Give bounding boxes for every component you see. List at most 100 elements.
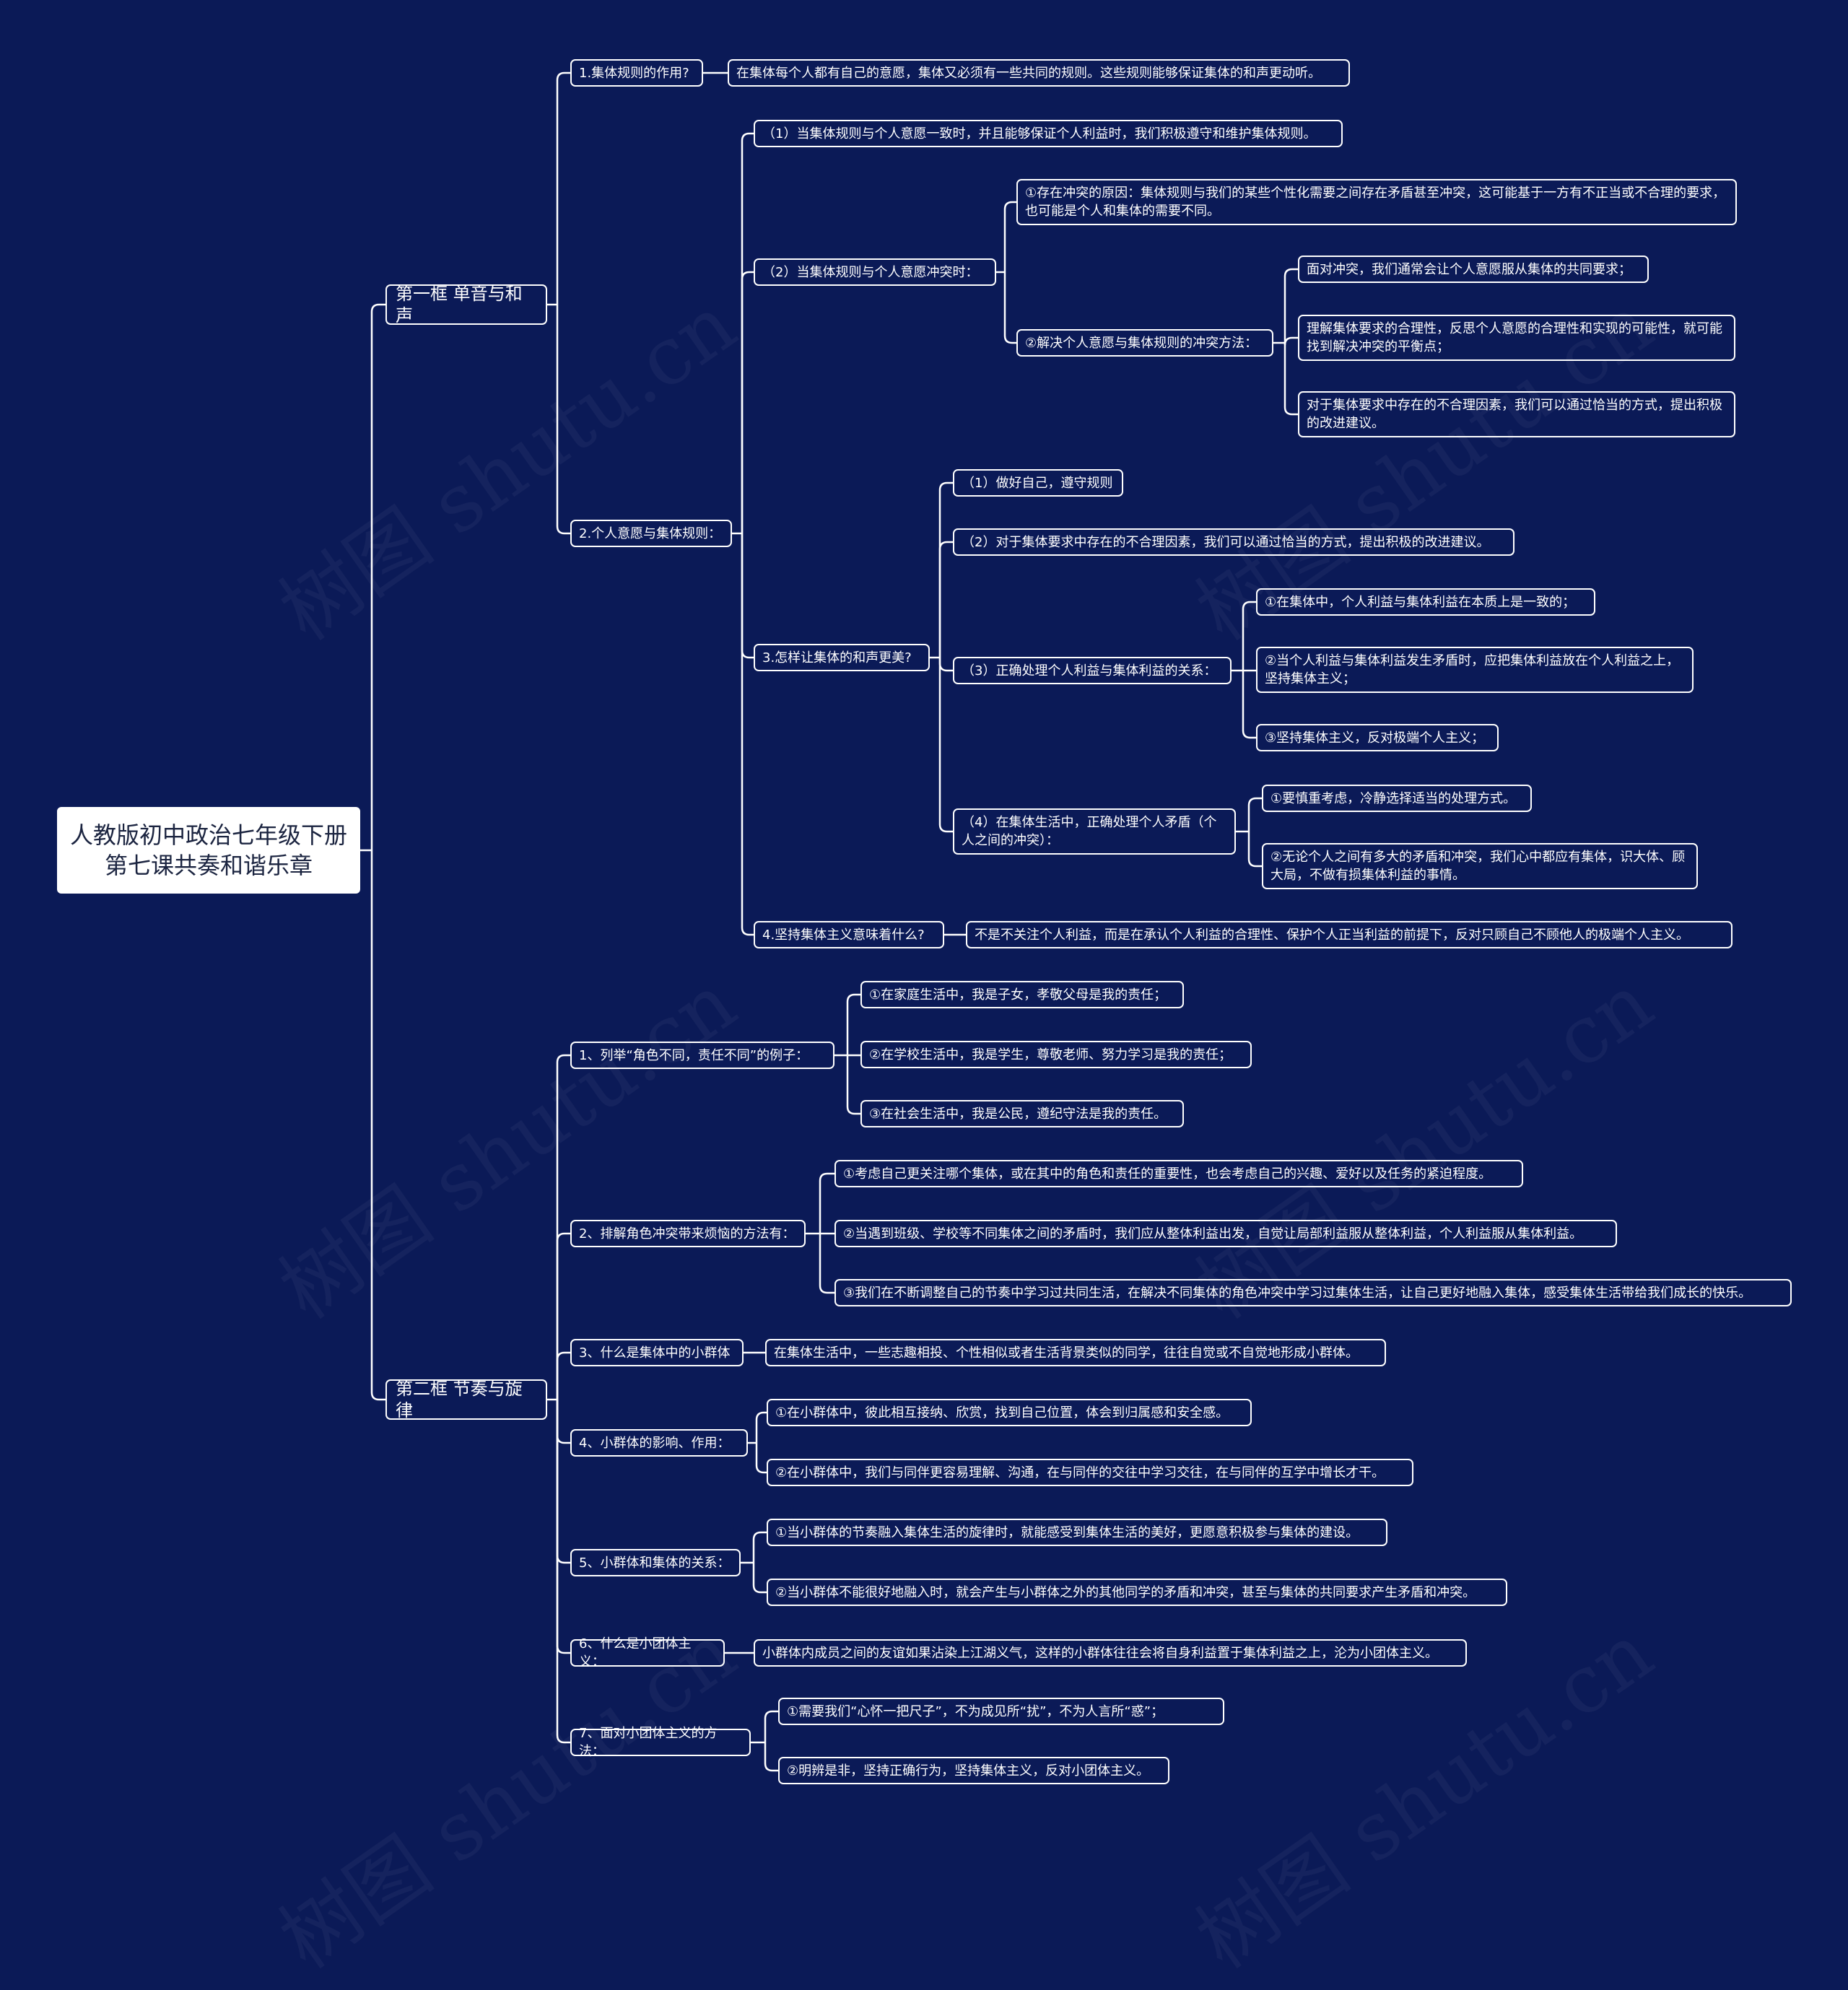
harmony-s4-node-label: （4）在集体生活中，正确处理个人矛盾（个人之间的冲突）： — [962, 815, 1217, 848]
method-1-node[interactable]: 面对冲突，我们通常会让个人意愿服从集体的共同要求； — [1298, 256, 1649, 283]
method-1-node-label: 面对冲突，我们通常会让个人意愿服从集体的共同要求； — [1307, 261, 1631, 277]
connector-q4a1 — [755, 1411, 767, 1443]
s3-p3-node-label: ③坚持集体主义，反对极端个人主义； — [1265, 730, 1485, 746]
frame2-node[interactable]: 第二框 节奏与旋律 — [385, 1379, 547, 1421]
small-group-answer[interactable]: 在集体生活中，一些志趣相投、个性相似或者生活背景类似的同学，往往自觉或不自觉地形… — [765, 1339, 1386, 1366]
rule-consistent-node[interactable]: （1）当集体规则与个人意愿一致时，并且能够保证个人利益时，我们积极遵守和维护集体… — [754, 120, 1343, 147]
role-example-3-label: ③在社会生活中，我是公民，遵纪守法是我的责任。 — [869, 1106, 1167, 1122]
role-example-1-label: ①在家庭生活中，我是子女，孝敬父母是我的责任； — [869, 987, 1167, 1003]
small-group-effect-1[interactable]: ①在小群体中，彼此相互接纳、欣赏，找到自己位置，体会到归属感和安全感。 — [767, 1399, 1252, 1426]
connector-c1 — [741, 132, 754, 533]
connector-s4 — [938, 658, 953, 833]
harmony-node-label: 3.怎样让集体的和声更美? — [762, 650, 912, 665]
rule-conflict-node[interactable]: （2）当集体规则与个人意愿冲突时： — [754, 258, 996, 286]
role-example-2[interactable]: ②在学校生活中，我是学生，尊敬老师、努力学习是我的责任； — [860, 1041, 1252, 1068]
small-group-effect-2[interactable]: ②在小群体中，我们与同伴更容易理解、沟通，在与同伴的交往中学习交往，在与同伴的互… — [767, 1459, 1413, 1486]
connector-f2q5 — [556, 1400, 570, 1564]
frame2-q3-node-label: 3、什么是集体中的小群体 — [579, 1345, 731, 1361]
connector-f2q4 — [556, 1400, 570, 1444]
s3-p2-node[interactable]: ②当个人利益与集体利益发生矛盾时，应把集体利益放在个人利益之上，坚持集体主义； — [1256, 647, 1694, 693]
collectivism-answer-label: 不是不关注个人利益，而是在承认个人利益的合理性、保护个人正当利益的前提下，反对只… — [975, 927, 1689, 943]
frame2-q2-node-label: 2、排解角色冲突带来烦恼的方法有： — [579, 1226, 796, 1241]
role-conflict-3-label: ③我们在不断调整自己的节奏中学习过共同生活，在解决不同集体的角色冲突中学习过集体… — [843, 1285, 1752, 1301]
conflict-reason-node[interactable]: ①存在冲突的原因：集体规则与我们的某些个性化需要之间存在矛盾甚至冲突，这可能基于… — [1016, 179, 1737, 225]
conflict-method-node[interactable]: ②解决个人意愿与集体规则的冲突方法： — [1016, 329, 1273, 357]
connector-q1a3 — [846, 1055, 860, 1115]
frame1-q1-answer-label: 在集体每个人都有自己的意愿，集体又必须有一些共同的规则。这些规则能够保证集体的和… — [736, 65, 1321, 81]
connector-p41 — [1247, 797, 1262, 832]
group-relation-2-label: ②当小群体不能很好地融入时，就会产生与小群体之外的其他同学的矛盾和冲突，甚至与集… — [775, 1584, 1476, 1600]
connector-c2 — [741, 271, 754, 533]
root-topic[interactable]: 人教版初中政治七年级下册 第七课共奏和谐乐章 — [57, 807, 360, 894]
harmony-s2-node[interactable]: （2）对于集体要求中存在的不合理因素，我们可以通过恰当的方式，提出积极的改进建议… — [953, 528, 1514, 556]
cliquism-method-1[interactable]: ①需要我们“心怀一把尺子”，不为成见所“扰”，不为人言所“惑”； — [778, 1698, 1224, 1725]
cliquism-method-2-label: ②明辨是非，坚持正确行为，坚持集体主义，反对小团体主义。 — [787, 1763, 1150, 1779]
harmony-s1-node-label: （1）做好自己，遵守规则 — [962, 475, 1113, 491]
connector-m2 — [1283, 336, 1298, 346]
role-conflict-2[interactable]: ②当遇到班级、学校等不同集体之间的矛盾时，我们应从整体利益出发，自觉让局部利益服… — [834, 1220, 1617, 1247]
harmony-s2-node-label: （2）对于集体要求中存在的不合理因素，我们可以通过恰当的方式，提出积极的改进建议… — [962, 534, 1490, 550]
connector-m1 — [1283, 268, 1298, 343]
s3-p3-node[interactable]: ③坚持集体主义，反对极端个人主义； — [1256, 724, 1499, 751]
cliquism-answer-label: 小群体内成员之间的友谊如果沾染上江湖义气，这样的小群体往往会将自身利益置于集体利… — [762, 1645, 1438, 1661]
connector-f1 — [370, 303, 385, 850]
frame2-q5-node[interactable]: 5、小群体和集体的关系： — [570, 1549, 741, 1576]
rule-conflict-node-label: （2）当集体规则与个人意愿冲突时： — [762, 264, 979, 280]
frame1-node[interactable]: 第一框 单音与和声 — [385, 284, 547, 326]
frame2-q2-node[interactable]: 2、排解角色冲突带来烦恼的方法有： — [570, 1220, 806, 1247]
group-relation-2[interactable]: ②当小群体不能很好地融入时，就会产生与小群体之外的其他同学的矛盾和冲突，甚至与集… — [767, 1579, 1507, 1606]
collectivism-answer[interactable]: 不是不关注个人利益，而是在承认个人利益的合理性、保护个人正当利益的前提下，反对只… — [966, 921, 1732, 948]
method-2-node[interactable]: 理解集体要求的合理性，反思个人意愿的合理性和实现的可能性，就可能找到解决冲突的平… — [1298, 315, 1735, 361]
group-relation-1[interactable]: ①当小群体的节奏融入集体生活的旋律时，就能感受到集体生活的美好，更愿意积极参与集… — [767, 1519, 1387, 1546]
frame1-q1-node[interactable]: 1.集体规则的作用? — [570, 59, 703, 87]
frame2-q3-node[interactable]: 3、什么是集体中的小群体 — [570, 1339, 744, 1366]
connector-q4a2 — [755, 1443, 767, 1474]
s3-p2-node-label: ②当个人利益与集体利益发生矛盾时，应把集体利益放在个人利益之上，坚持集体主义； — [1265, 653, 1680, 686]
s3-p1-node[interactable]: ①在集体中，个人利益与集体利益在本质上是一致的； — [1256, 588, 1595, 616]
frame2-q7-node-label: 7、面对小团体主义的方法： — [579, 1726, 718, 1759]
method-2-node-label: 理解集体要求的合理性，反思个人意愿的合理性和实现的可能性，就可能找到解决冲突的平… — [1307, 321, 1722, 354]
cliquism-answer[interactable]: 小群体内成员之间的友谊如果沾染上江湖义气，这样的小群体往往会将自身利益置于集体利… — [754, 1639, 1467, 1667]
small-group-effect-1-label: ①在小群体中，彼此相互接纳、欣赏，找到自己位置，体会到归属感和安全感。 — [775, 1405, 1229, 1421]
harmony-node[interactable]: 3.怎样让集体的和声更美? — [754, 644, 930, 671]
role-example-3[interactable]: ③在社会生活中，我是公民，遵纪守法是我的责任。 — [860, 1100, 1184, 1127]
harmony-s1-node[interactable]: （1）做好自己，遵守规则 — [953, 469, 1123, 497]
role-conflict-1-label: ①考虑自己更关注哪个集体，或在其中的角色和责任的重要性，也会考虑自己的兴趣、爱好… — [843, 1166, 1492, 1182]
conflict-reason-node-label: ①存在冲突的原因：集体规则与我们的某些个性化需要之间存在矛盾甚至冲突，这可能基于… — [1025, 186, 1726, 219]
connector-f2q6 — [556, 1400, 570, 1654]
connector-p31 — [1242, 601, 1256, 671]
frame1-q2-node[interactable]: 2.个人意愿与集体规则： — [570, 520, 732, 547]
frame2-q6-node-label: 6、什么是小团体主义： — [579, 1636, 692, 1670]
connector-c4 — [741, 533, 754, 936]
s4-p2-node[interactable]: ②无论个人之间有多大的矛盾和冲突，我们心中都应有集体，识大体、顾大局，不做有损集… — [1262, 843, 1698, 889]
conflict-method-node-label: ②解决个人意愿与集体规则的冲突方法： — [1025, 335, 1258, 351]
s4-p1-node[interactable]: ①要慎重考虑，冷静选择适当的处理方式。 — [1262, 785, 1532, 812]
frame1-q2-node-label: 2.个人意愿与集体规则： — [579, 525, 722, 541]
method-3-node-label: 对于集体要求中存在的不合理因素，我们可以通过恰当的方式，提出积极的改进建议。 — [1307, 398, 1722, 431]
frame1-q1-answer[interactable]: 在集体每个人都有自己的意愿，集体又必须有一些共同的规则。这些规则能够保证集体的和… — [728, 59, 1350, 87]
connector-q2a1 — [819, 1172, 834, 1234]
role-example-1[interactable]: ①在家庭生活中，我是子女，孝敬父母是我的责任； — [860, 981, 1184, 1008]
frame2-q7-node[interactable]: 7、面对小团体主义的方法： — [570, 1726, 751, 1759]
connector-q5a1 — [752, 1531, 767, 1563]
method-3-node[interactable]: 对于集体要求中存在的不合理因素，我们可以通过恰当的方式，提出积极的改进建议。 — [1298, 391, 1735, 437]
connector-c2r — [1003, 201, 1016, 272]
connector-f2q3 — [556, 1351, 570, 1400]
role-conflict-1[interactable]: ①考虑自己更关注哪个集体，或在其中的角色和责任的重要性，也会考虑自己的兴趣、爱好… — [834, 1160, 1523, 1187]
role-conflict-3[interactable]: ③我们在不断调整自己的节奏中学习过共同生活，在解决不同集体的角色冲突中学习过集体… — [834, 1279, 1792, 1306]
cliquism-method-2[interactable]: ②明辨是非，坚持正确行为，坚持集体主义，反对小团体主义。 — [778, 1757, 1169, 1784]
connector-f2 — [370, 850, 385, 1401]
connector-q5a2 — [752, 1563, 767, 1594]
connector-s3 — [938, 658, 953, 672]
collectivism-node[interactable]: 4.坚持集体主义意味着什么? — [754, 921, 944, 948]
frame2-q5-node-label: 5、小群体和集体的关系： — [579, 1555, 731, 1571]
small-group-effect-2-label: ②在小群体中，我们与同伴更容易理解、沟通，在与同伴的交往中学习交往，在与同伴的互… — [775, 1465, 1385, 1480]
frame2-q1-node[interactable]: 1、列举“角色不同，责任不同”的例子： — [570, 1042, 834, 1069]
harmony-s4-node[interactable]: （4）在集体生活中，正确处理个人矛盾（个人之间的冲突）： — [953, 808, 1236, 855]
harmony-s3-node[interactable]: （3）正确处理个人利益与集体利益的关系： — [953, 657, 1232, 684]
frame2-q6-node[interactable]: 6、什么是小团体主义： — [570, 1636, 725, 1670]
frame2-q4-node[interactable]: 4、小群体的影响、作用： — [570, 1429, 748, 1457]
connector-lines — [360, 71, 1298, 1772]
connector-m3 — [1283, 343, 1298, 416]
connector-s1 — [938, 481, 953, 658]
